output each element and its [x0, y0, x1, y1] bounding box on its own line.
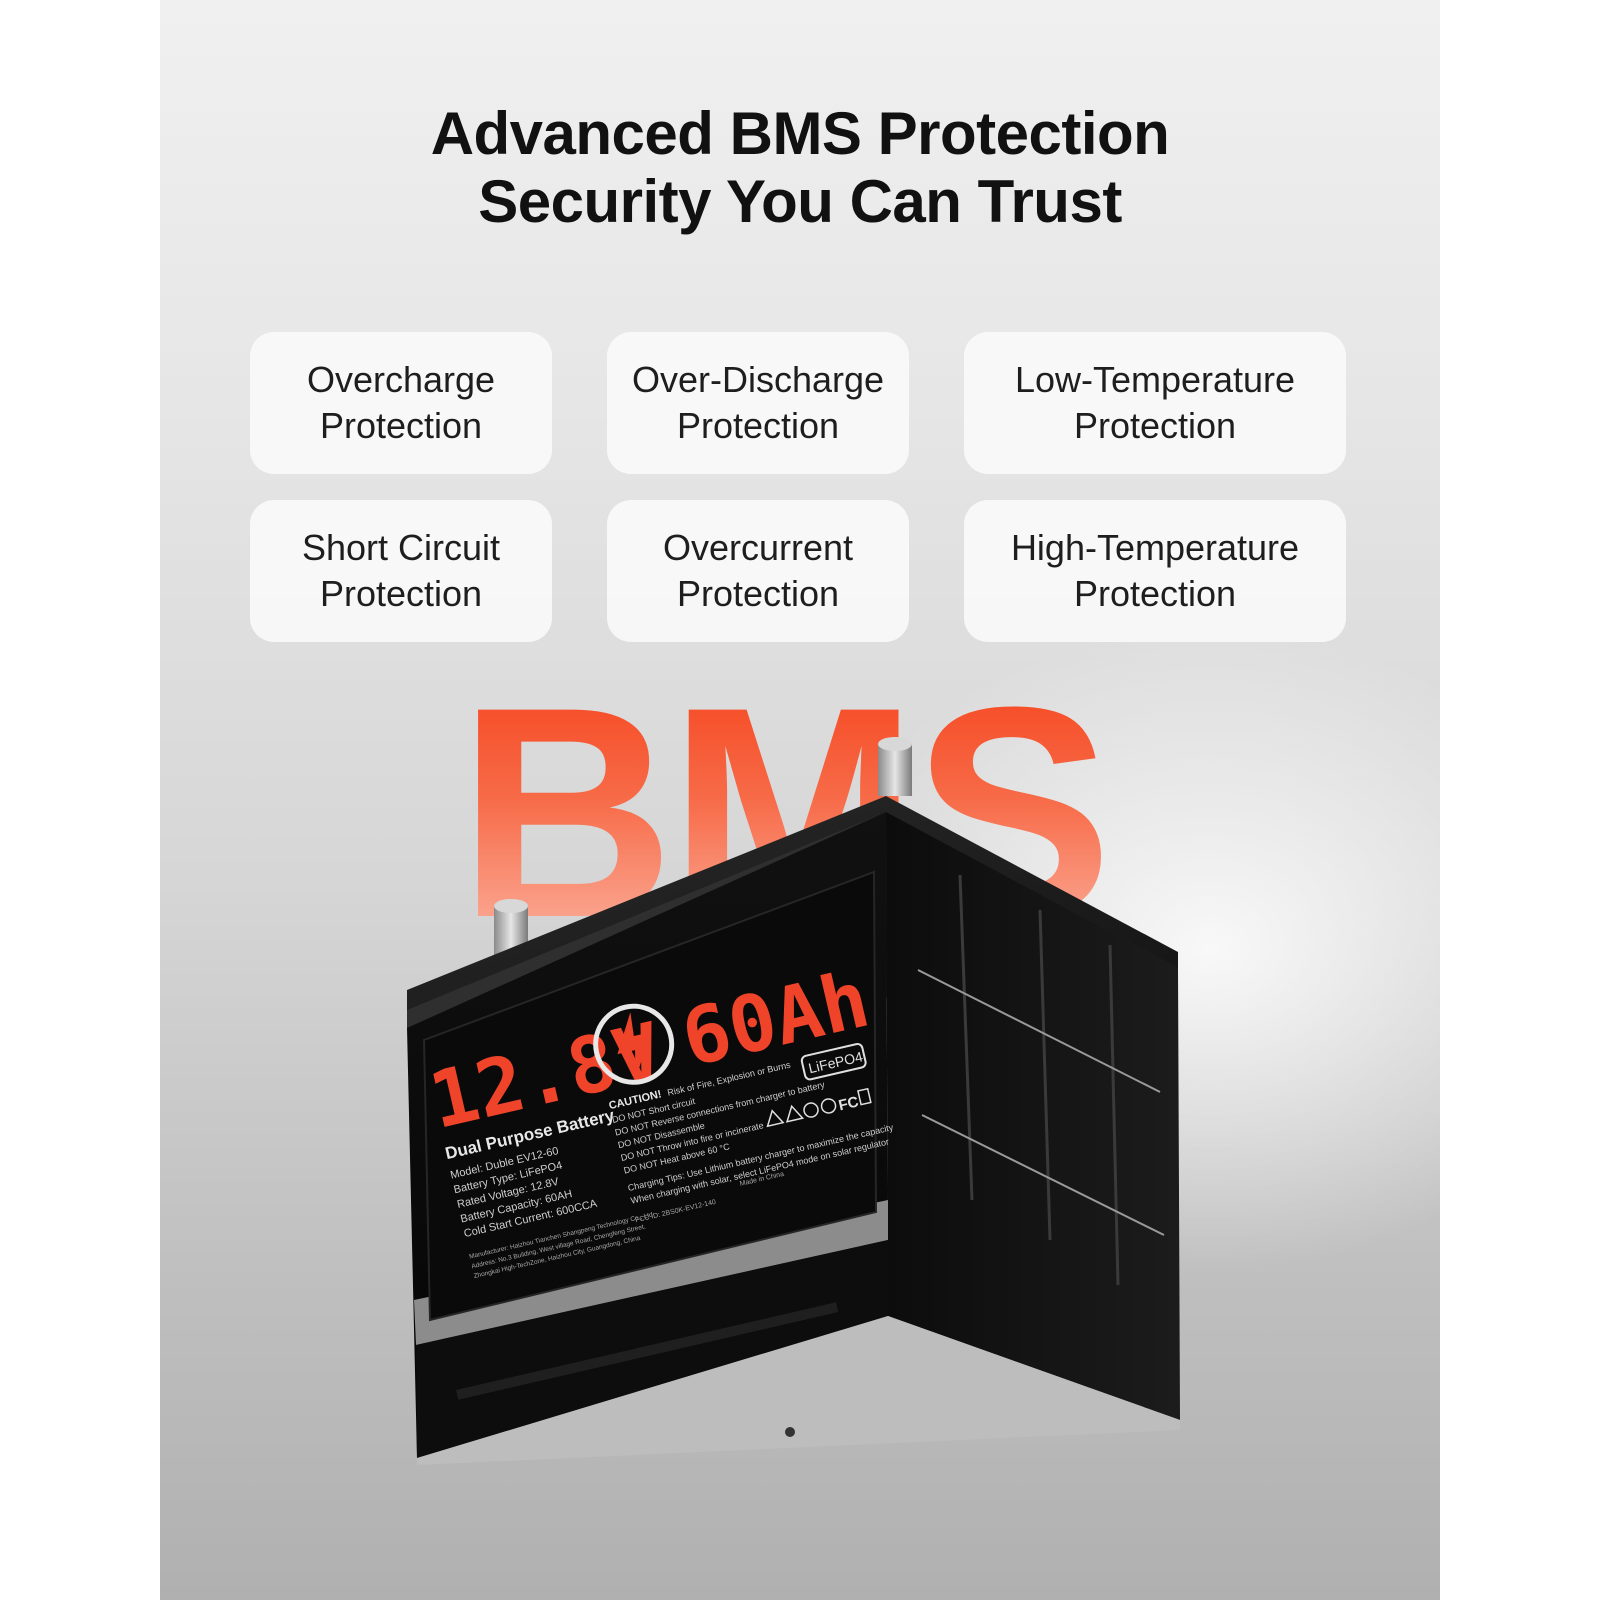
page-title: Advanced BMS Protection Security You Can…	[0, 100, 1600, 236]
feature-card-overcharge: Overcharge Protection	[250, 332, 552, 474]
feature-subtitle: Protection	[319, 405, 483, 446]
feature-title: High-Temperature	[1010, 527, 1300, 568]
battery-side	[886, 812, 1180, 1420]
feature-subtitle: Protection	[319, 573, 483, 614]
feature-title: Over-Discharge	[631, 359, 885, 400]
side-ribs	[958, 874, 1120, 1286]
feature-card-high-temperature: High-Temperature Protection	[964, 500, 1346, 642]
feature-subtitle: Protection	[1073, 405, 1237, 446]
feature-title: Low-Temperature	[1014, 359, 1296, 400]
weee-bin-icon	[857, 1087, 872, 1106]
feature-card-low-temperature: Low-Temperature Protection	[964, 332, 1346, 474]
side-straps	[917, 969, 1165, 1236]
terminal-post-right	[878, 737, 912, 796]
feature-title: Overcurrent	[662, 527, 854, 568]
recycle-icon	[803, 1102, 819, 1118]
warning-triangle-icon	[785, 1104, 805, 1123]
feature-card-short-circuit: Short Circuit Protection	[250, 500, 552, 642]
page-title-line-1: Advanced BMS Protection	[430, 100, 1170, 167]
battery-label-panel	[422, 870, 878, 1322]
feature-title: Overcharge	[306, 359, 496, 400]
warning-triangle-icon	[766, 1109, 785, 1128]
no-fire-icon	[820, 1098, 837, 1114]
feature-card-over-discharge: Over-Discharge Protection	[607, 332, 909, 474]
feature-subtitle: Protection	[676, 573, 840, 614]
fcc-mark-icon: FC	[837, 1093, 860, 1114]
feature-subtitle: Protection	[676, 405, 840, 446]
feature-subtitle: Protection	[1073, 573, 1237, 614]
page-title-line-2: Security You Can Trust	[478, 168, 1122, 235]
lightning-bolt-icon	[593, 1003, 675, 1085]
feature-card-overcurrent: Overcurrent Protection	[607, 500, 909, 642]
warning-icons: FC	[766, 1087, 872, 1128]
feature-title: Short Circuit	[301, 527, 501, 568]
